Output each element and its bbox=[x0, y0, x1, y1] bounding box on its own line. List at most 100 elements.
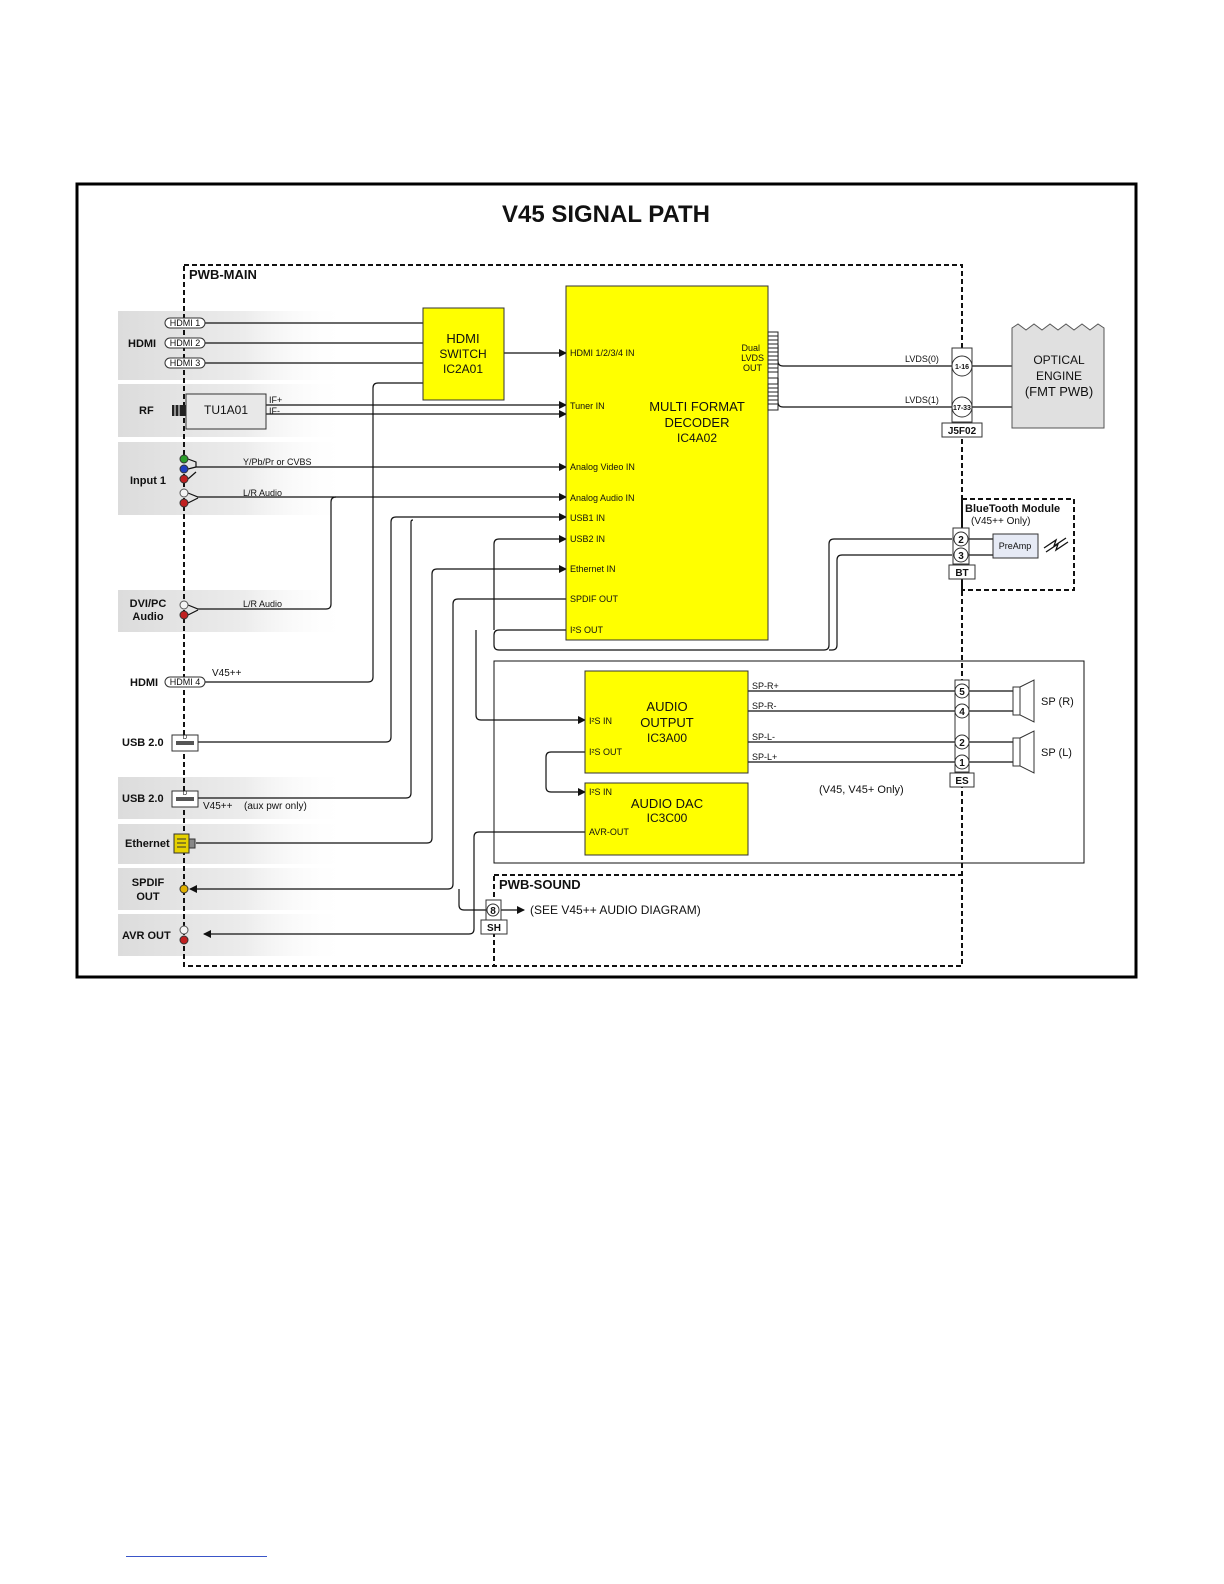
lr-audio-label: L/R Audio bbox=[243, 488, 282, 498]
wireless-signal-icon bbox=[1043, 537, 1069, 553]
avr-out-label: AVR OUT bbox=[122, 930, 171, 942]
sp-l-plus-label: SP-L+ bbox=[752, 752, 777, 762]
sh-tag bbox=[480, 919, 508, 935]
decoder-lvds-1: Dual bbox=[741, 343, 760, 353]
lvds1-pin-label: 17-33 bbox=[953, 405, 971, 412]
audio-output-label-1: AUDIO bbox=[646, 699, 687, 714]
y-jack-icon bbox=[179, 454, 189, 464]
usb1-port-letter: D bbox=[183, 735, 188, 741]
speaker-left-label: SP (L) bbox=[1041, 747, 1072, 759]
bt-pin-2 bbox=[953, 531, 969, 547]
lvds0-label: LVDS(0) bbox=[905, 354, 939, 364]
speakers-note: (V45, V45+ Only) bbox=[819, 784, 904, 796]
see-audio-diagram-note: (SEE V45++ AUDIO DIAGRAM) bbox=[530, 903, 701, 917]
es-pin-5-label: 5 bbox=[959, 687, 965, 698]
avr-r-jack-icon bbox=[179, 935, 189, 945]
bt-pin-3 bbox=[953, 547, 969, 563]
hdmi-switch-label-3: IC2A01 bbox=[443, 362, 483, 376]
speaker-right-icon bbox=[1012, 679, 1035, 723]
j5f02-tag bbox=[941, 422, 983, 438]
decoder-label-1: MULTI FORMAT bbox=[649, 399, 745, 414]
es-connector-label: ES bbox=[955, 776, 969, 787]
hdmi1-label: HDMI 1 bbox=[170, 318, 201, 328]
hdmi-group-label: HDMI bbox=[128, 338, 156, 350]
bt-connector-label: BT bbox=[955, 568, 968, 579]
input-panels bbox=[118, 311, 348, 956]
hdmi4-label: HDMI 4 bbox=[170, 677, 201, 687]
if-minus-label: IF- bbox=[269, 406, 280, 416]
pr-jack-icon bbox=[179, 474, 189, 484]
speaker-left-icon bbox=[1012, 730, 1035, 774]
hdmi-switch-block bbox=[422, 307, 505, 401]
hdmi-switch-label-2: SWITCH bbox=[439, 347, 486, 361]
bt-pin-3-label: 3 bbox=[958, 551, 964, 562]
decoder-port-spdif: SPDIF OUT bbox=[570, 594, 619, 604]
input1-label: Input 1 bbox=[130, 475, 166, 487]
rf-label: RF bbox=[139, 405, 154, 417]
sh-pin-8 bbox=[486, 903, 500, 917]
decoder-lvds-2: LVDS bbox=[741, 353, 764, 363]
hdmi4-port bbox=[164, 676, 206, 688]
if-plus-label: IF+ bbox=[269, 395, 282, 405]
hdmi4-group-label: HDMI bbox=[130, 677, 158, 689]
audio-dac-block bbox=[584, 782, 749, 856]
decoder-ports: HDMI 1/2/3/4 IN Tuner IN Analog Video IN… bbox=[570, 343, 764, 635]
es-pin-4-label: 4 bbox=[959, 707, 965, 718]
spdif-label-2: OUT bbox=[136, 891, 160, 903]
audio-output-label-3: IC3A00 bbox=[647, 731, 687, 745]
dvi-pc-label: DVI/PC bbox=[130, 598, 167, 610]
dvi-audio-l-jack-icon bbox=[179, 600, 189, 610]
spdif-label: SPDIF bbox=[132, 877, 165, 889]
spdif-jack-icon bbox=[179, 884, 189, 894]
sp-r-plus-label: SP-R+ bbox=[752, 681, 779, 691]
avr-l-jack-icon bbox=[179, 925, 189, 935]
decoder-port-usb1: USB1 IN bbox=[570, 513, 605, 523]
dvi-audio-r-jack-icon bbox=[179, 610, 189, 620]
sh-pin-8-label: 8 bbox=[490, 906, 496, 917]
audio-dac-avr-out: AVR-OUT bbox=[589, 827, 629, 837]
audio-dac-label-1: AUDIO DAC bbox=[631, 796, 703, 811]
speaker-right-label: SP (R) bbox=[1041, 696, 1074, 708]
page-title: V45 SIGNAL PATH bbox=[502, 201, 710, 228]
es-pin-4 bbox=[954, 703, 970, 719]
footer-link-underline bbox=[126, 1556, 267, 1557]
optical-engine-block bbox=[1011, 323, 1105, 429]
bluetooth-module-note: (V45++ Only) bbox=[971, 516, 1030, 527]
decoder-port-i2s: I²S OUT bbox=[570, 625, 604, 635]
decoder-port-ethernet: Ethernet IN bbox=[570, 564, 616, 574]
es-pin-5 bbox=[954, 683, 970, 699]
sp-l-minus-label: SP-L- bbox=[752, 732, 775, 742]
tuner-box bbox=[185, 393, 267, 430]
hdmi-switch-label-1: HDMI bbox=[446, 331, 479, 346]
decoder-port-audio: Analog Audio IN bbox=[570, 493, 635, 503]
decoder-label-3: IC4A02 bbox=[677, 431, 717, 445]
preamp-block bbox=[992, 533, 1039, 559]
optical-label-1: OPTICAL bbox=[1033, 353, 1085, 367]
hdmi3-label: HDMI 3 bbox=[170, 358, 201, 368]
hdmi-ports: HDMI 1 HDMI 2 HDMI 3 HDMI 4 bbox=[164, 317, 206, 688]
usb2-note: V45++ bbox=[203, 801, 233, 812]
decoder-lvds-3: OUT bbox=[743, 363, 763, 373]
pwb-sound-label: PWB-SOUND bbox=[499, 877, 581, 892]
es-pin-1 bbox=[954, 754, 970, 770]
dvi-lr-audio-label: L/R Audio bbox=[243, 599, 282, 609]
pwb-main-label: PWB-MAIN bbox=[189, 267, 257, 282]
dvi-pc-label-2: Audio bbox=[132, 611, 163, 623]
audio-r-jack-icon bbox=[179, 498, 189, 508]
tuner-label: TU1A01 bbox=[204, 403, 248, 417]
pb-jack-icon bbox=[179, 464, 189, 474]
audio-section-border bbox=[493, 660, 1085, 864]
hdmi2-port bbox=[164, 337, 206, 349]
decoder-block bbox=[565, 285, 769, 641]
audio-output-i2s-in: I²S IN bbox=[589, 716, 612, 726]
sh-connector-label: SH bbox=[487, 923, 501, 934]
lvds0-pin-label: 1-16 bbox=[955, 364, 969, 371]
ypbpr-label: Y/Pb/Pr or CVBS bbox=[243, 457, 312, 467]
es-tag bbox=[949, 772, 975, 788]
hdmi4-note: V45++ bbox=[212, 668, 242, 679]
es-pin-2-label: 2 bbox=[959, 738, 965, 749]
audio-output-block bbox=[584, 670, 749, 774]
audio-output-label-2: OUTPUT bbox=[640, 715, 694, 730]
usb2-label: USB 2.0 bbox=[122, 793, 164, 805]
